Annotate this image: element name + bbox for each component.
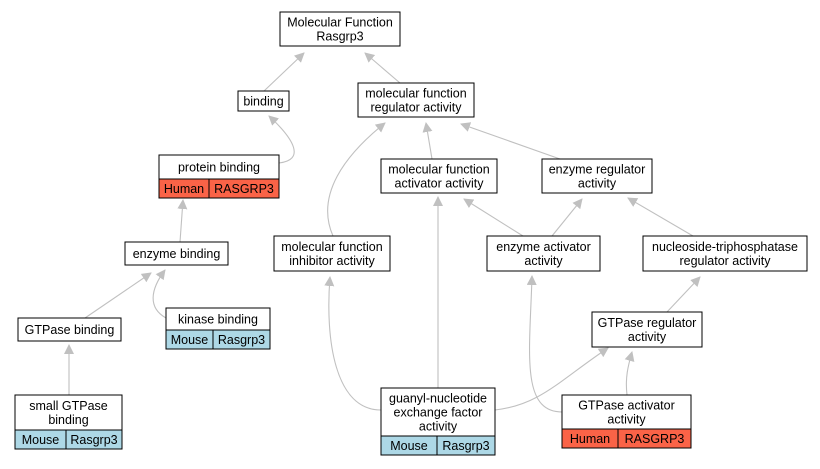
edge-mf-activator-to-mf-regulator — [422, 122, 433, 160]
edge-protein-binding-to-binding — [268, 115, 295, 164]
edge-binding-to-root — [263, 52, 305, 92]
node-label: protein binding — [178, 161, 260, 175]
gene-label: Rasgrp3 — [218, 333, 265, 347]
species-label: Mouse — [22, 433, 60, 447]
gene-label: Rasgrp3 — [442, 439, 489, 453]
node-label: activity — [628, 330, 667, 344]
edge-gnef-to-gtpase-regulator — [494, 347, 609, 411]
node-box — [158, 154, 280, 180]
edge-layer — [64, 52, 701, 413]
node-label: regulator activity — [370, 101, 462, 115]
edge-gnef-to-mf-inhibitor — [324, 276, 382, 411]
node-box — [642, 235, 808, 272]
node-label: molecular function — [281, 240, 382, 254]
node-label: activator activity — [395, 177, 485, 191]
node-box — [17, 317, 122, 342]
node-label: Molecular Function — [287, 16, 393, 30]
node-label: Rasgrp3 — [316, 30, 363, 44]
edge-enzyme-binding-to-protein-binding — [177, 199, 188, 243]
node-box — [237, 90, 290, 112]
node-label: activity — [524, 254, 563, 268]
node-label: nucleoside-triphosphatase — [652, 240, 798, 254]
node-label: GTPase activator — [578, 399, 675, 413]
node-box — [124, 241, 229, 266]
node-label: exchange factor — [394, 406, 483, 420]
species-label: Mouse — [171, 333, 209, 347]
gene-label: Rasgrp3 — [70, 433, 117, 447]
node-label: activity — [607, 413, 646, 427]
node-layer: Molecular FunctionRasgrp3bindingmolecula… — [14, 11, 808, 456]
node-gtpase-binding[interactable]: GTPase binding — [17, 317, 122, 342]
edge-mf-inhibitor-to-mf-regulator — [327, 122, 386, 237]
edge-mf-regulator-to-root — [364, 52, 401, 84]
gene-cell — [436, 435, 496, 456]
node-label: enzyme regulator — [549, 163, 646, 177]
edge-kinase-binding-to-enzyme-binding — [152, 269, 167, 319]
node-box — [486, 235, 601, 272]
gene-cell — [617, 428, 692, 449]
node-box — [380, 158, 498, 194]
species-label: Human — [570, 432, 610, 446]
edge-gtpase-activator-to-gtpase-regulator — [624, 351, 635, 396]
node-label: molecular function — [365, 87, 466, 101]
gene-label: RASGRP3 — [214, 182, 274, 196]
node-label: GTPase regulator — [598, 316, 697, 330]
species-label: Mouse — [390, 439, 428, 453]
node-box — [279, 11, 401, 47]
node-label: small GTPase — [29, 399, 108, 413]
node-binding[interactable]: binding — [237, 90, 290, 112]
node-label: binding — [48, 413, 88, 427]
gene-cell — [208, 178, 280, 199]
gene-cell — [65, 429, 123, 450]
node-box — [273, 235, 391, 272]
node-label: binding — [243, 95, 283, 109]
node-box — [380, 387, 496, 437]
gene-cell — [212, 329, 271, 350]
gene-label: RASGRP3 — [625, 432, 685, 446]
node-label: molecular function — [388, 163, 489, 177]
node-box — [357, 82, 475, 118]
node-label: activity — [578, 177, 617, 191]
edge-gtpase-activator-to-enzyme-activator — [526, 275, 563, 413]
species-label: Human — [164, 182, 204, 196]
edge-enzyme-activator-to-mf-activator — [463, 198, 524, 237]
node-box — [541, 158, 653, 194]
node-box — [14, 394, 123, 431]
node-box — [591, 311, 703, 348]
edge-enzyme-regulator-to-mf-regulator — [460, 122, 561, 160]
node-label: kinase binding — [178, 313, 258, 327]
node-label: inhibitor activity — [289, 254, 375, 268]
node-label: GTPase binding — [25, 323, 115, 337]
node-label: guanyl-nucleotide — [389, 392, 487, 406]
edge-ntpase-regulator-to-enzyme-regulator — [627, 197, 694, 237]
node-enzyme-binding[interactable]: enzyme binding — [124, 241, 229, 266]
node-label: activity — [419, 420, 458, 434]
edge-gtpase-binding-to-enzyme-binding — [84, 272, 152, 319]
node-label: enzyme activator — [496, 240, 590, 254]
node-label: regulator activity — [679, 254, 771, 268]
node-box — [561, 394, 692, 430]
node-label: enzyme binding — [133, 247, 221, 261]
edge-gtpase-regulator-to-ntpase-regulator — [666, 276, 701, 313]
edge-enzyme-activator-to-enzyme-regulator — [551, 198, 583, 237]
